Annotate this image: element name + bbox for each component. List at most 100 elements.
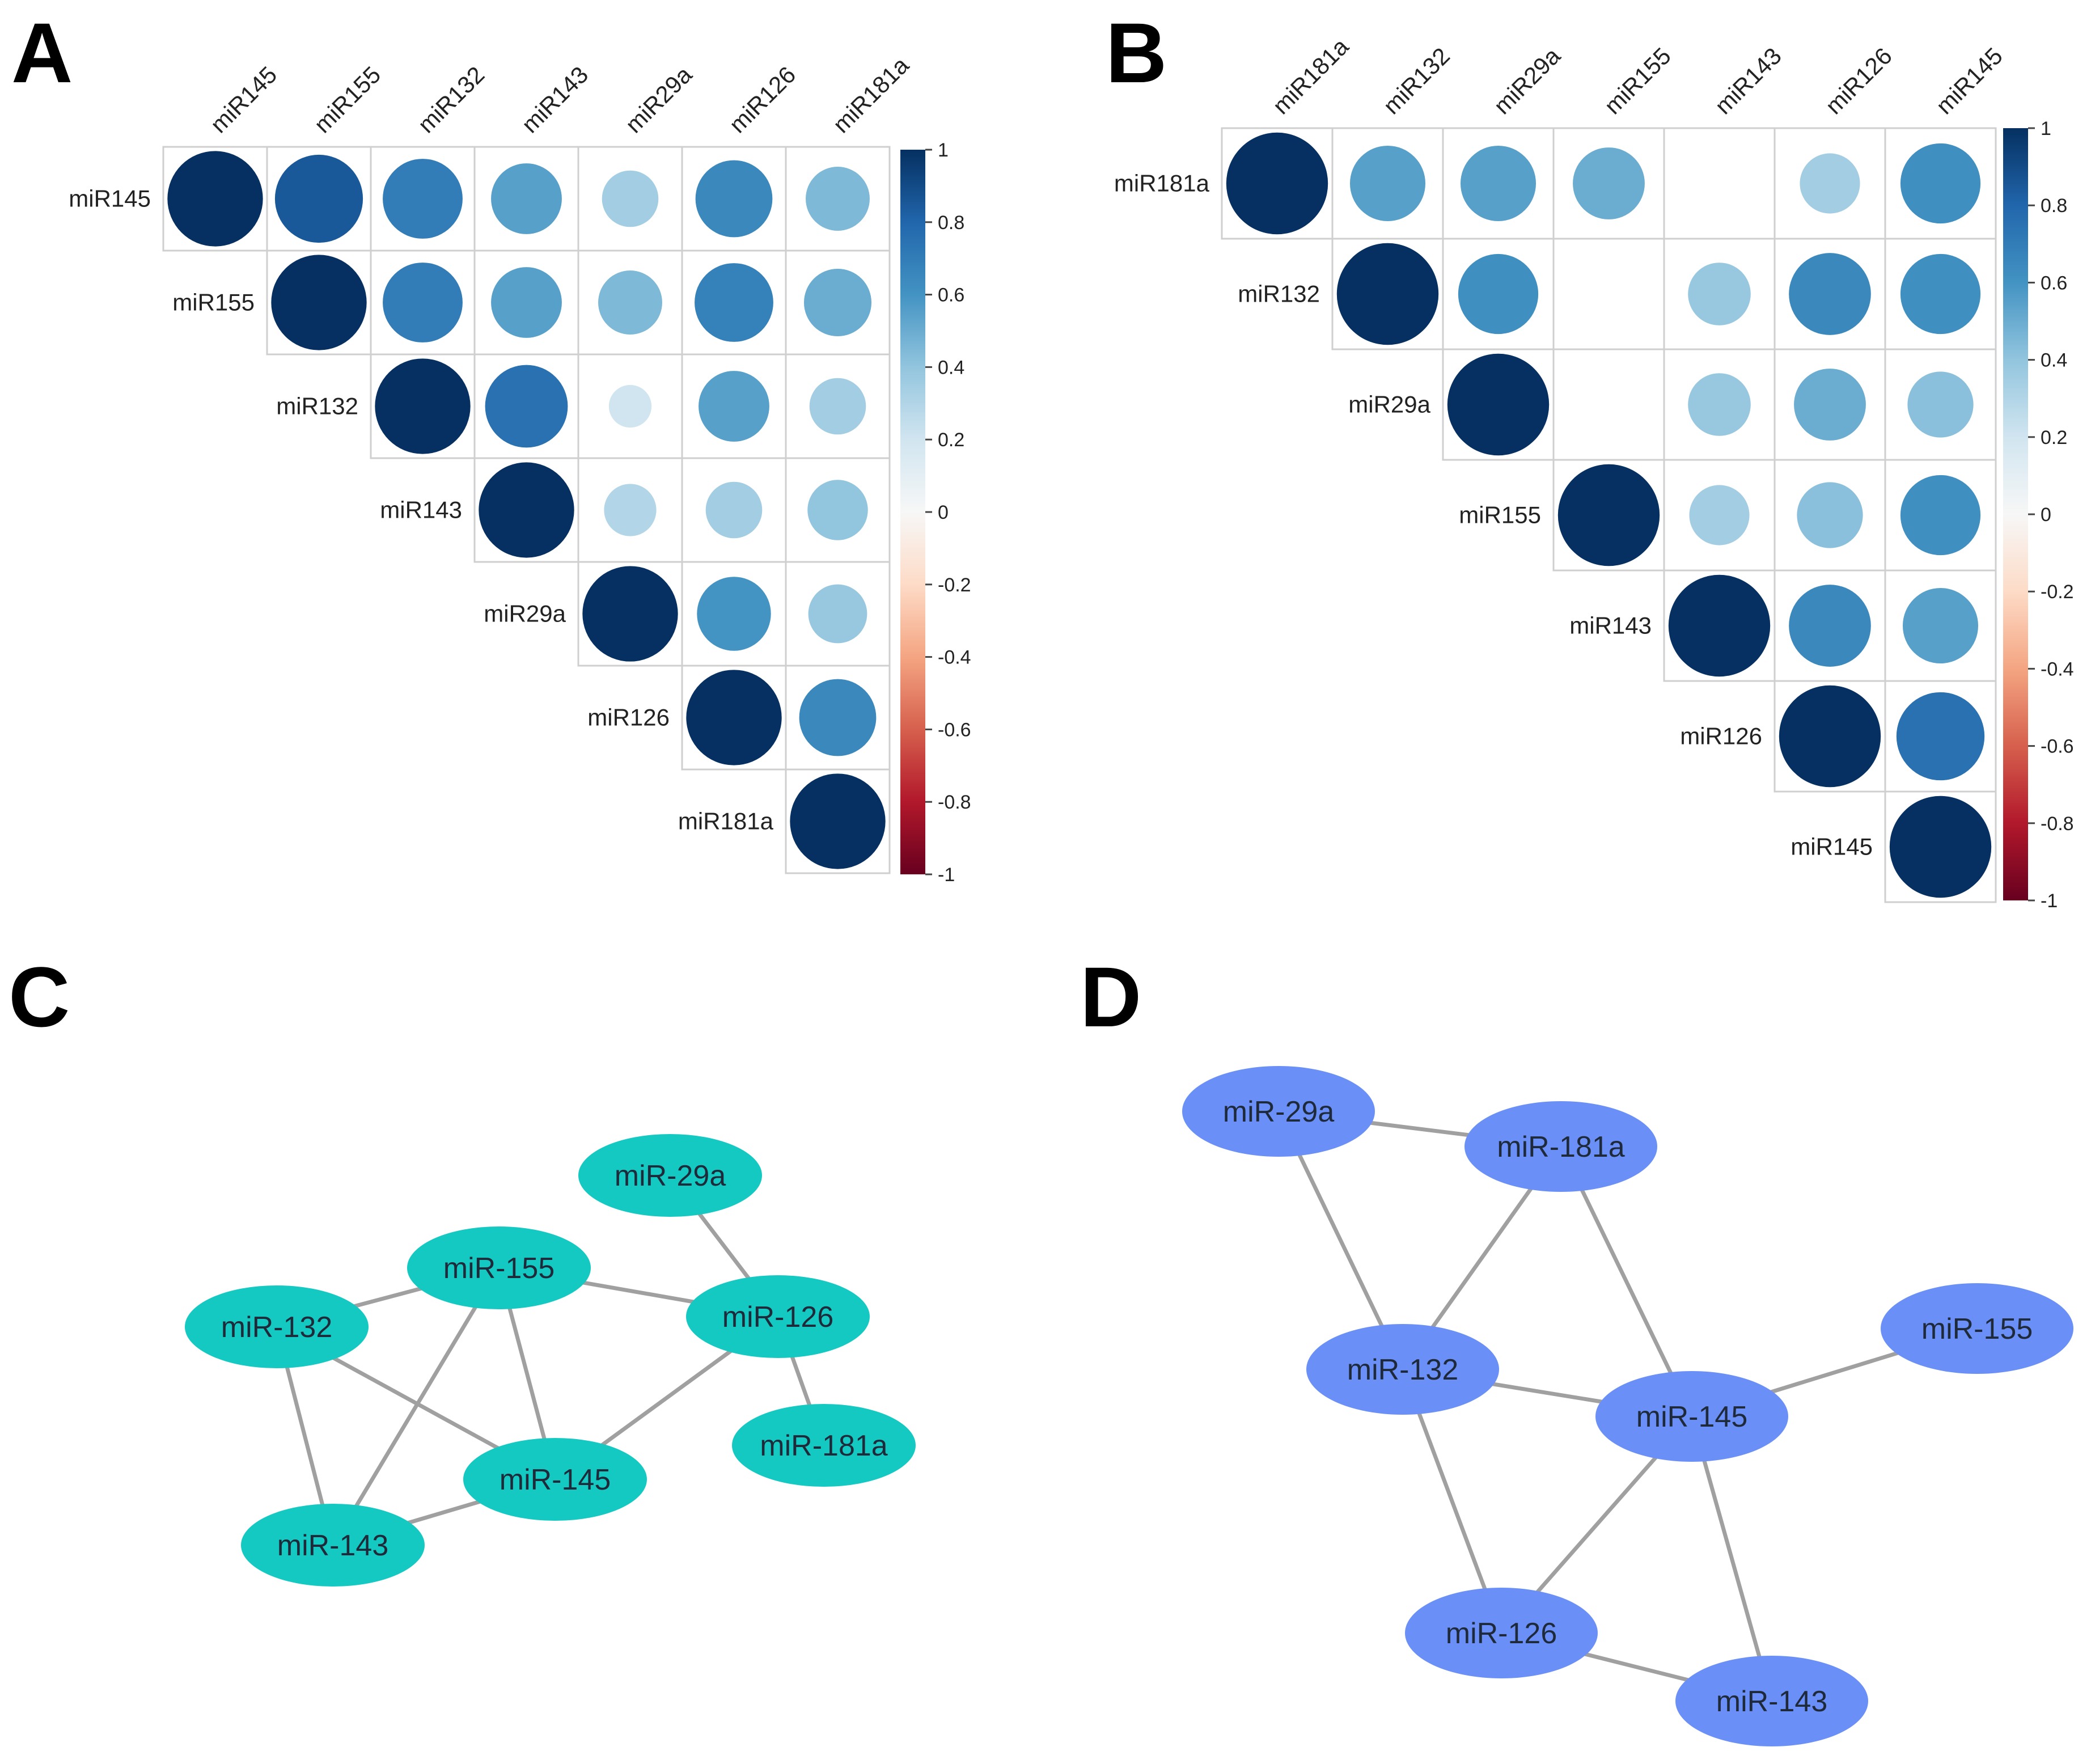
corr-circle-a-mir145-mir155	[274, 154, 363, 243]
node-label-d-mir-145: miR-145	[1636, 1401, 1748, 1433]
corr-circle-b-mir181a-mir145	[1900, 143, 1981, 224]
node-label-d-mir-132: miR-132	[1347, 1353, 1459, 1386]
row-label-b-mir143: miR143	[1569, 612, 1652, 639]
node-label-c-mir-126: miR-126	[722, 1301, 834, 1334]
colorbar-tick-label: 0	[938, 502, 949, 523]
corr-circle-a-mir143-mir29a	[604, 484, 657, 536]
edge-c-mir-155-mir-143	[331, 1267, 501, 1546]
corr-circle-a-mir132-mir181a	[809, 378, 866, 435]
corr-circle-a-mir132-mir29a	[608, 384, 652, 428]
corr-circle-b-mir155-mir155	[1557, 464, 1660, 566]
colorbar-tick-label: -0.4	[938, 647, 971, 669]
corr-circle-b-mir181a-mir181a	[1226, 132, 1328, 235]
corr-circle-b-mir126-mir145	[1896, 692, 1985, 781]
corr-circle-b-mir143-mir145	[1902, 587, 1979, 664]
panel-letter-d: D	[1080, 949, 1141, 1044]
colorbar-tick-label: -0.2	[2041, 581, 2074, 603]
corr-circle-a-mir145-mir145	[167, 151, 263, 247]
node-d-mir-126	[1405, 1588, 1598, 1678]
corr-circle-a-mir155-mir126	[695, 263, 773, 342]
corr-circle-a-mir126-mir181a	[799, 679, 877, 756]
node-label-d-mir-143: miR-143	[1716, 1685, 1828, 1718]
row-label-b-mir132: miR132	[1238, 281, 1320, 307]
corr-circle-a-mir181a-mir181a	[790, 773, 886, 869]
colorbar-tick-label: -0.6	[2041, 736, 2074, 758]
colorbar-tick-label: 0.2	[2041, 427, 2067, 449]
node-d-mir-181a	[1464, 1101, 1657, 1192]
colorbar-tick-label: 1	[2041, 118, 2051, 139]
colorbar-tick-label: 0.8	[938, 212, 964, 234]
corr-circle-a-mir145-mir132	[383, 159, 463, 239]
colorbar-tick-label: -1	[2041, 890, 2058, 912]
corr-circle-a-mir145-mir143	[491, 163, 562, 234]
node-c-mir-181a	[732, 1404, 916, 1487]
node-c-mir-145	[463, 1438, 647, 1521]
matrix-cell	[785, 457, 891, 563]
corr-circle-a-mir29a-mir181a	[808, 584, 867, 644]
colorbar-tick-label: -0.8	[938, 792, 971, 813]
col-label-b-mir132: miR132	[1378, 43, 1455, 120]
node-c-mir-143	[241, 1504, 425, 1587]
row-label-b-mir126: miR126	[1680, 723, 1762, 750]
row-label-a-mir132: miR132	[276, 393, 358, 420]
corr-circle-a-mir29a-mir29a	[582, 566, 678, 662]
panel-letter-b: B	[1106, 5, 1167, 100]
node-label-c-mir-181a: miR-181a	[760, 1429, 887, 1462]
corr-circle-a-mir145-mir29a	[602, 170, 659, 227]
colorbar-tick-label: 0.6	[2041, 272, 2067, 294]
col-label-a-mir29a: miR29a	[620, 61, 697, 138]
matrix-cell	[1552, 348, 1665, 461]
node-c-mir-155	[407, 1226, 591, 1309]
corr-circle-a-mir126-mir126	[686, 670, 782, 765]
col-label-a-mir132: miR132	[413, 61, 490, 138]
corr-circle-b-mir132-mir143	[1688, 263, 1751, 325]
row-label-a-mir181a: miR181a	[678, 808, 774, 835]
row-label-b-mir155: miR155	[1459, 502, 1541, 528]
corr-circle-b-mir181a-mir29a	[1460, 145, 1536, 222]
node-d-mir-143	[1675, 1656, 1868, 1746]
col-label-b-mir143: miR143	[1709, 43, 1787, 120]
node-d-mir-29a	[1182, 1066, 1375, 1157]
node-d-mir-145	[1595, 1371, 1788, 1462]
col-label-b-mir181a: miR181a	[1267, 33, 1354, 120]
colorbar-tick-label: 0.2	[938, 429, 964, 451]
edge-d-mir-181a-mir-145	[1559, 1145, 1694, 1418]
corr-circle-a-mir29a-mir126	[697, 577, 771, 651]
row-label-b-mir145: miR145	[1791, 834, 1873, 860]
node-label-c-mir-145: miR-145	[500, 1463, 611, 1496]
corr-circle-b-mir143-mir143	[1668, 574, 1771, 677]
corr-circle-a-mir143-mir126	[705, 481, 763, 539]
node-label-c-mir-29a: miR-29a	[615, 1160, 726, 1192]
corr-circle-b-mir181a-mir155	[1573, 147, 1645, 219]
row-label-a-mir29a: miR29a	[484, 600, 566, 627]
corr-circle-b-mir29a-mir145	[1907, 371, 1974, 438]
corr-circle-b-mir145-mir145	[1889, 796, 1992, 898]
corr-circle-b-mir126-mir126	[1779, 685, 1881, 788]
corr-circle-a-mir155-mir143	[491, 267, 562, 338]
colorbar-tick-label: 0.4	[2041, 350, 2067, 371]
corr-circle-a-mir132-mir132	[375, 358, 471, 454]
col-label-a-mir155: miR155	[309, 61, 386, 138]
corr-circle-b-mir132-mir126	[1789, 253, 1871, 335]
node-d-mir-132	[1306, 1324, 1499, 1415]
corr-circle-a-mir145-mir126	[695, 160, 773, 238]
corr-circle-b-mir155-mir145	[1900, 475, 1981, 556]
corr-circle-a-mir145-mir181a	[806, 167, 870, 231]
corr-circle-a-mir143-mir181a	[807, 480, 868, 540]
corr-circle-b-mir181a-mir132	[1349, 145, 1426, 222]
row-label-a-mir155: miR155	[172, 289, 255, 316]
corr-circle-a-mir155-mir181a	[803, 268, 872, 337]
corr-circle-a-mir155-mir29a	[598, 270, 662, 335]
matrix-cell	[1552, 238, 1665, 350]
network-graph-d: miR-29amiR-181amiR-132miR-145miR-155miR-…	[1182, 1066, 2073, 1746]
corr-circle-b-mir132-mir29a	[1458, 253, 1539, 335]
node-label-d-mir-126: miR-126	[1446, 1617, 1557, 1650]
corr-circle-b-mir29a-mir126	[1794, 369, 1866, 441]
node-label-d-mir-155: miR-155	[1921, 1313, 2033, 1346]
node-label-c-mir-143: miR-143	[277, 1529, 389, 1562]
col-label-b-mir126: miR126	[1820, 43, 1897, 120]
node-label-c-mir-132: miR-132	[221, 1311, 333, 1344]
